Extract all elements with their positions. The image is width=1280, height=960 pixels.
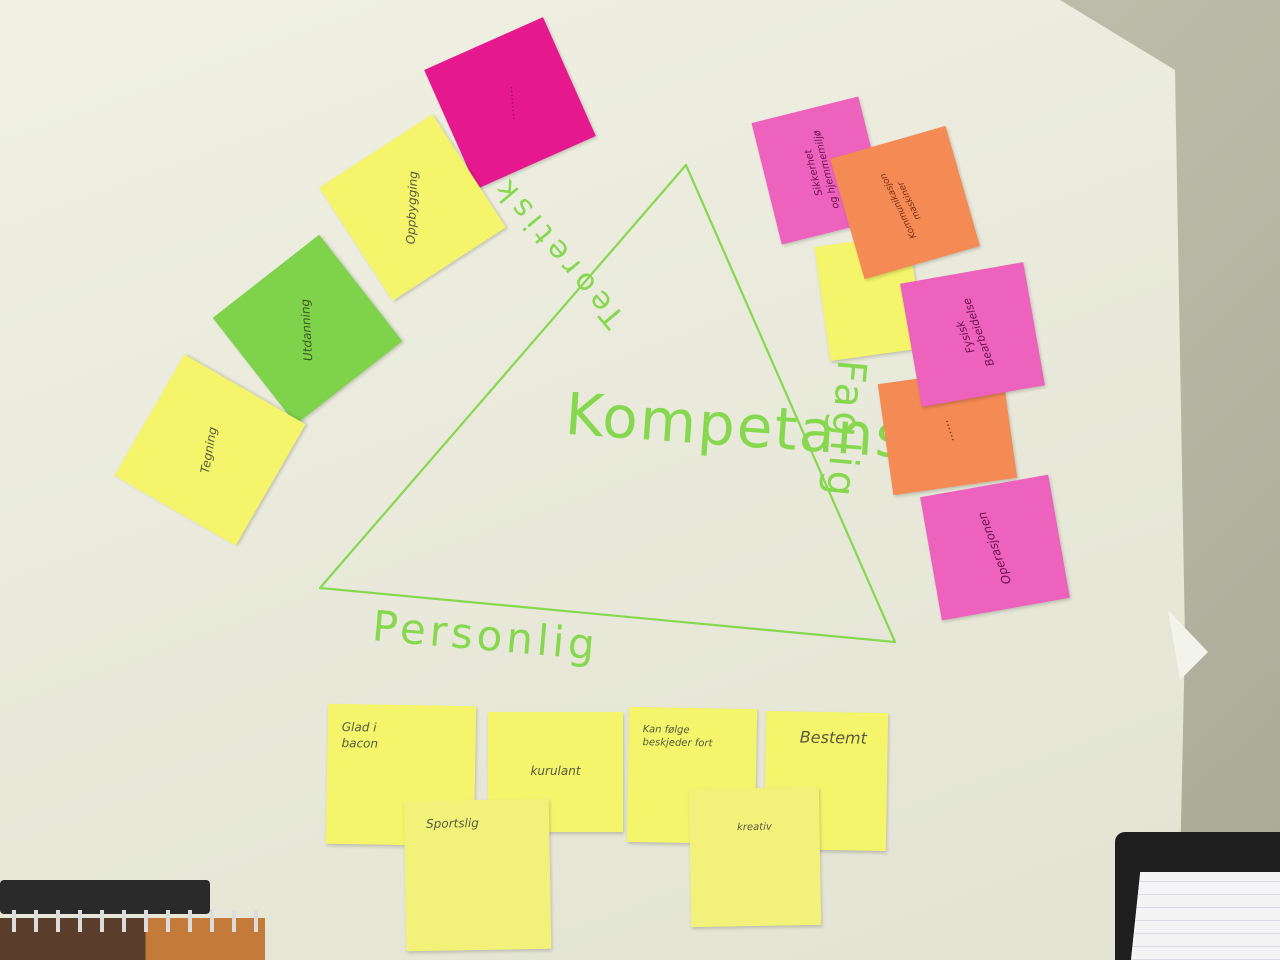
stapler xyxy=(0,880,210,914)
notebook-spiral xyxy=(0,910,260,932)
note-text: Sportslig xyxy=(425,815,479,831)
sticky-note-right-4: Fysisk Bearbeidelse xyxy=(900,262,1045,407)
sticky-note-bottom-5: Sportslig xyxy=(403,798,552,952)
note-text: Tegning xyxy=(198,425,221,475)
triangle-outline xyxy=(318,163,897,644)
note-text: Utdanning xyxy=(298,298,316,361)
sticky-note-right-6: Operasjonen xyxy=(920,474,1070,621)
note-text: ......... xyxy=(501,85,518,121)
note-pad xyxy=(1129,872,1280,960)
note-text: ...... xyxy=(936,418,957,445)
sticky-note-bottom-6: kreativ xyxy=(688,786,822,928)
note-text: Glad i bacon xyxy=(341,719,379,751)
note-text: Oppbygging xyxy=(403,170,420,245)
right-side-word-faglig: Faglig xyxy=(816,357,875,503)
note-text: kurulant xyxy=(530,764,581,779)
sticky-note-bottom-2: kurulant xyxy=(488,712,623,832)
note-text: Bestemt xyxy=(799,727,868,748)
note-text: kreativ xyxy=(736,821,772,833)
note-text: Operasjonen xyxy=(974,509,1014,587)
note-text: Kan følge beskjeder fort xyxy=(642,724,713,750)
note-text: Kommunikasjon maskiner xyxy=(878,171,924,240)
note-text: Fysisk Bearbeidelse xyxy=(953,296,997,369)
